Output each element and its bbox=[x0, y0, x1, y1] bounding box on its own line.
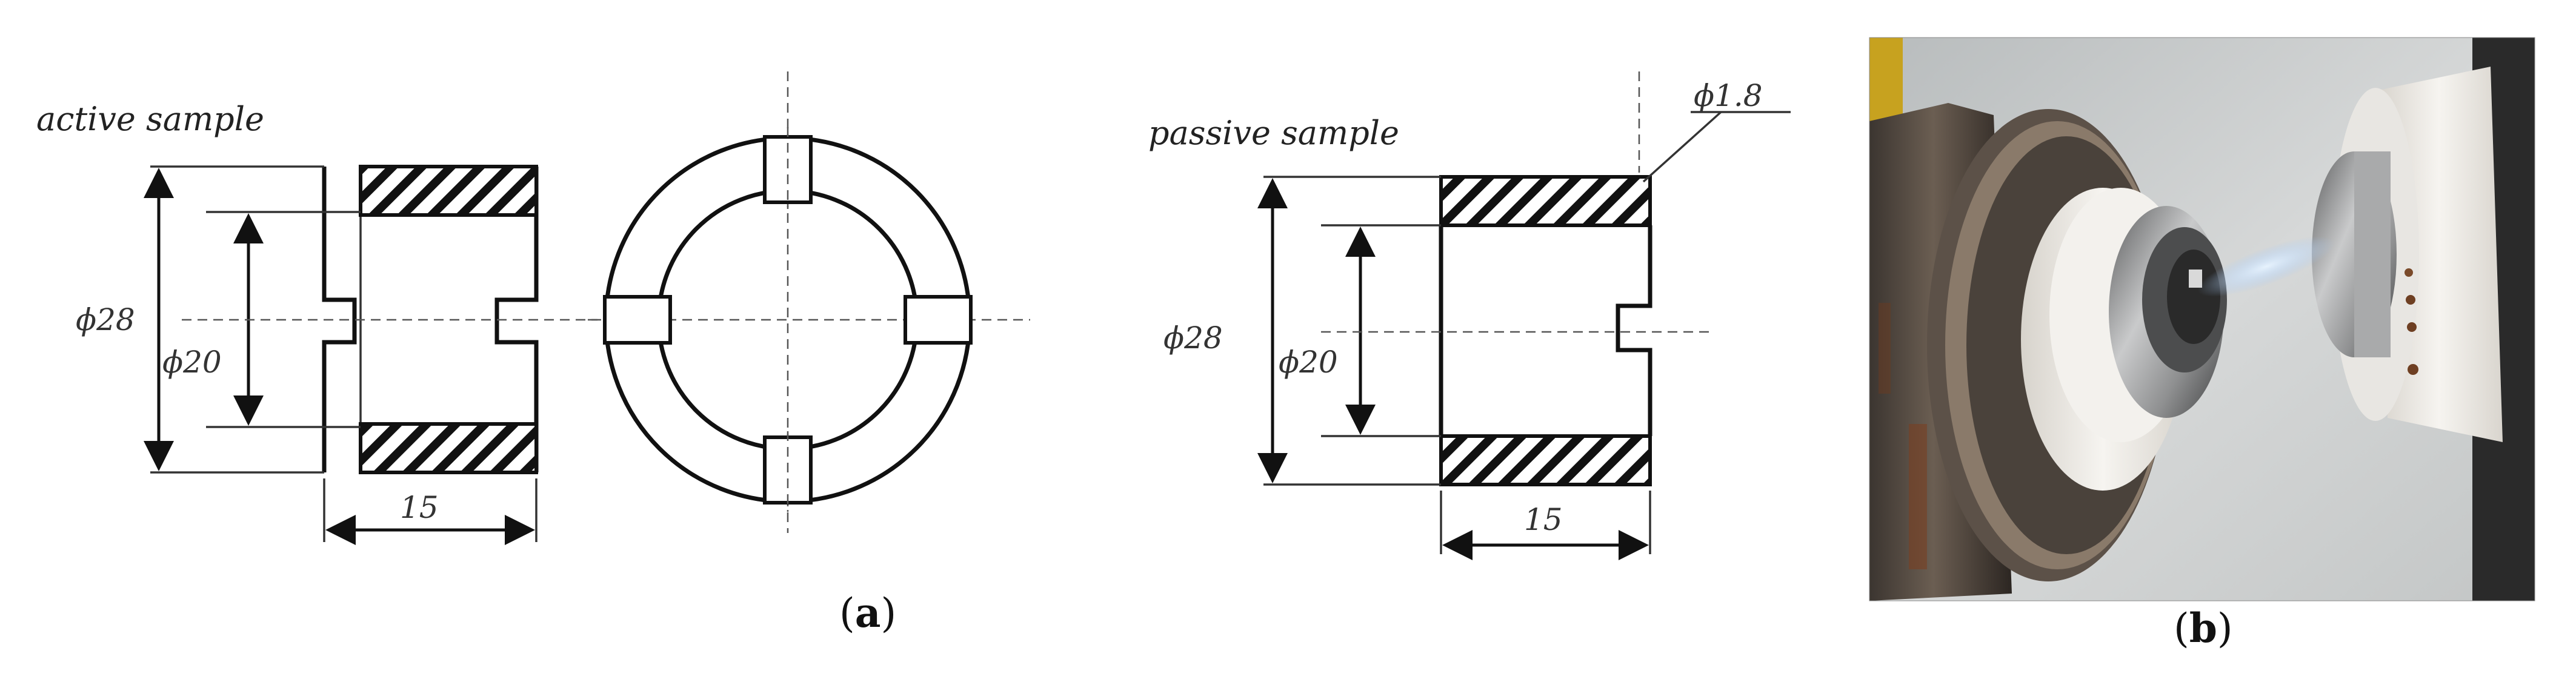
passive-outer-diameter: ϕ28 bbox=[1163, 320, 1223, 356]
ring-slot-left bbox=[603, 295, 672, 345]
passive-length: 15 bbox=[1524, 502, 1563, 537]
active-inner-diameter: ϕ20 bbox=[162, 345, 222, 380]
active-sample-section: active sample ϕ28 ϕ20 15 bbox=[36, 100, 606, 545]
active-bottom-wall-hatch bbox=[359, 422, 538, 474]
panel-b: (b) bbox=[1869, 37, 2535, 652]
active-length: 15 bbox=[400, 490, 439, 525]
passive-top-wall-hatch bbox=[1439, 175, 1652, 227]
active-sample-end-view bbox=[588, 71, 1030, 533]
passive-bottom-wall-hatch bbox=[1439, 434, 1652, 486]
panel-b-caption: (b) bbox=[2174, 604, 2233, 652]
sample-photo bbox=[1869, 38, 2535, 601]
passive-hole-diameter: ϕ1.8 bbox=[1694, 78, 1763, 113]
active-outer-diameter: ϕ28 bbox=[76, 302, 135, 337]
passive-inner-diameter: ϕ20 bbox=[1279, 345, 1338, 380]
active-sample-label: active sample bbox=[36, 100, 264, 138]
passive-sample-section: passive sample ϕ1.8 ϕ28 ϕ20 15 bbox=[1148, 71, 1791, 560]
active-top-wall-hatch bbox=[359, 165, 538, 217]
passive-sample-label: passive sample bbox=[1148, 114, 1399, 152]
panel-a-caption: (a) bbox=[839, 589, 896, 637]
panel-a: active sample ϕ28 ϕ20 15 bbox=[36, 71, 1791, 637]
ring-slot-right bbox=[904, 295, 973, 345]
